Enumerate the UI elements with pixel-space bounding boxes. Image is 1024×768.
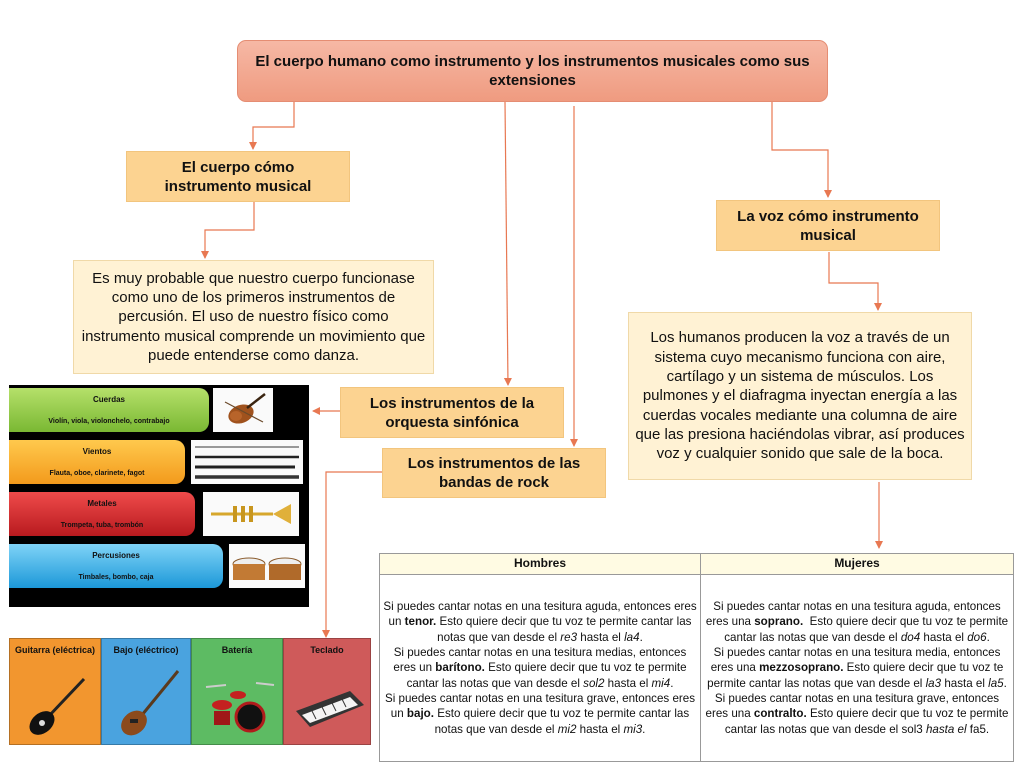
node-rock: Los instrumentos de las bandas de rock [382, 448, 606, 498]
rock-instruments-graphic: Guitarra (eléctrica) Bajo (eléctrico) Ba… [9, 638, 371, 745]
keyboard-icon [292, 677, 366, 737]
cell-hombres: Si puedes cantar notas en una tesitura a… [380, 575, 701, 762]
family-brass-name: Metales [9, 499, 195, 508]
cell-mujeres: Si puedes cantar notas en una tesitura a… [701, 575, 1014, 762]
rock-keyboard-label: Teclado [288, 644, 366, 656]
rock-keyboard-piece: Teclado [283, 638, 371, 745]
family-percussion-instruments: Timbales, bombo, caja [9, 574, 223, 581]
violin-icon [213, 388, 273, 432]
woodwind-icon [191, 440, 303, 484]
rock-drums-piece: Batería [191, 638, 283, 745]
electric-guitar-icon [20, 673, 90, 741]
trumpet-icon [203, 492, 299, 536]
family-strings-instruments: Violín, viola, violonchelo, contrabajo [9, 418, 209, 425]
rock-guitar-piece: Guitarra (eléctrica) [9, 638, 101, 745]
family-brass-instruments: Trompeta, tuba, trombón [9, 522, 195, 529]
family-percussion-name: Percusiones [9, 551, 223, 560]
node-rock-text: Los instrumentos de las bandas de rock [395, 454, 593, 492]
node-cuerpo-description-text: Es muy probable que nuestro cuerpo funci… [80, 269, 427, 365]
family-woodwinds: Vientos Flauta, oboe, clarinete, fagot [9, 440, 185, 484]
rock-bass-label: Bajo (eléctrico) [106, 644, 186, 656]
node-voz: La voz cómo instrumento musical [716, 200, 940, 251]
rock-guitar-label: Guitarra (eléctrica) [14, 644, 96, 656]
node-voz-description-text: Los humanos producen la voz a través de … [635, 328, 965, 463]
family-strings-name: Cuerdas [9, 395, 209, 404]
family-woodwinds-instruments: Flauta, oboe, clarinete, fagot [9, 470, 185, 477]
drum-kit-icon [200, 673, 276, 741]
drums-icon [229, 544, 305, 588]
family-woodwinds-name: Vientos [9, 447, 185, 456]
family-percussion: Percusiones Timbales, bombo, caja [9, 544, 223, 588]
node-orquesta: Los instrumentos de la orquesta sinfónic… [340, 387, 564, 438]
family-strings: Cuerdas Violín, viola, violonchelo, cont… [9, 388, 209, 432]
main-title-text: El cuerpo humano como instrumento y los … [252, 52, 813, 90]
node-voz-text: La voz cómo instrumento musical [727, 207, 929, 245]
node-cuerpo-description: Es muy probable que nuestro cuerpo funci… [73, 260, 434, 374]
family-brass: Metales Trompeta, tuba, trombón [9, 492, 195, 536]
header-mujeres: Mujeres [701, 554, 1014, 575]
orchestra-families-graphic: Cuerdas Violín, viola, violonchelo, cont… [9, 385, 309, 607]
node-voz-description: Los humanos producen la voz a través de … [628, 312, 972, 480]
node-cuerpo-text: El cuerpo cómo instrumento musical [137, 158, 339, 196]
bass-guitar-icon [112, 667, 182, 741]
node-cuerpo: El cuerpo cómo instrumento musical [126, 151, 350, 202]
rock-drums-label: Batería [196, 644, 278, 656]
header-hombres: Hombres [380, 554, 701, 575]
main-title: El cuerpo humano como instrumento y los … [237, 40, 828, 102]
node-orquesta-text: Los instrumentos de la orquesta sinfónic… [353, 394, 551, 432]
rock-bass-piece: Bajo (eléctrico) [101, 638, 191, 745]
voice-types-table: Hombres Mujeres Si puedes cantar notas e… [379, 553, 1014, 762]
